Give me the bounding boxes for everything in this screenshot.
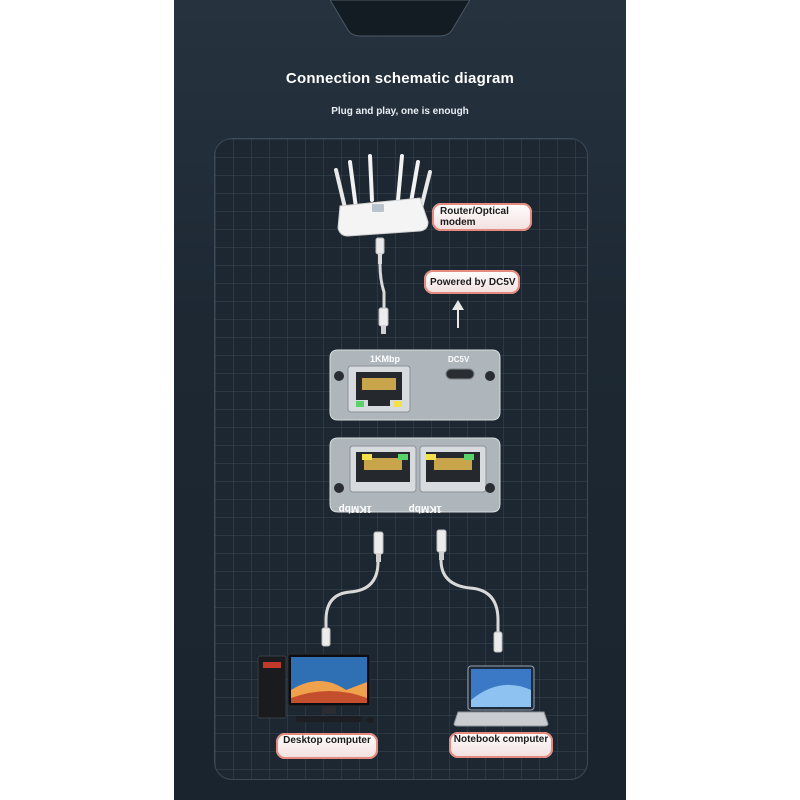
page-subtitle: Plug and play, one is enough (331, 106, 469, 117)
cable-router (375, 237, 389, 334)
dc-label: DC5V (448, 355, 470, 364)
device-bottom-face: 1KMbp 1KMbp (329, 437, 501, 514)
power-arrow-icon (452, 300, 464, 328)
notebook-computer-icon (453, 665, 549, 727)
router-icon (334, 154, 432, 237)
desktop-computer-icon (257, 653, 374, 723)
device-top-face: 1KMbp DC5V (329, 349, 501, 421)
desktop-label: Desktop computer (276, 733, 378, 759)
notebook-label: Notebook computer (449, 732, 553, 758)
router-label: Router/Optical modem (432, 203, 532, 231)
cable-desktop (321, 531, 384, 647)
power-label: Powered by DC5V (424, 270, 520, 294)
top-port-label: 1KMbp (370, 354, 400, 364)
bottom-port-label-left: 1KMbp (339, 503, 372, 514)
cable-notebook (436, 529, 503, 653)
bottom-port-label-right: 1KMbp (409, 503, 442, 514)
top-notch (330, 0, 470, 37)
page-title: Connection schematic diagram (285, 70, 515, 87)
